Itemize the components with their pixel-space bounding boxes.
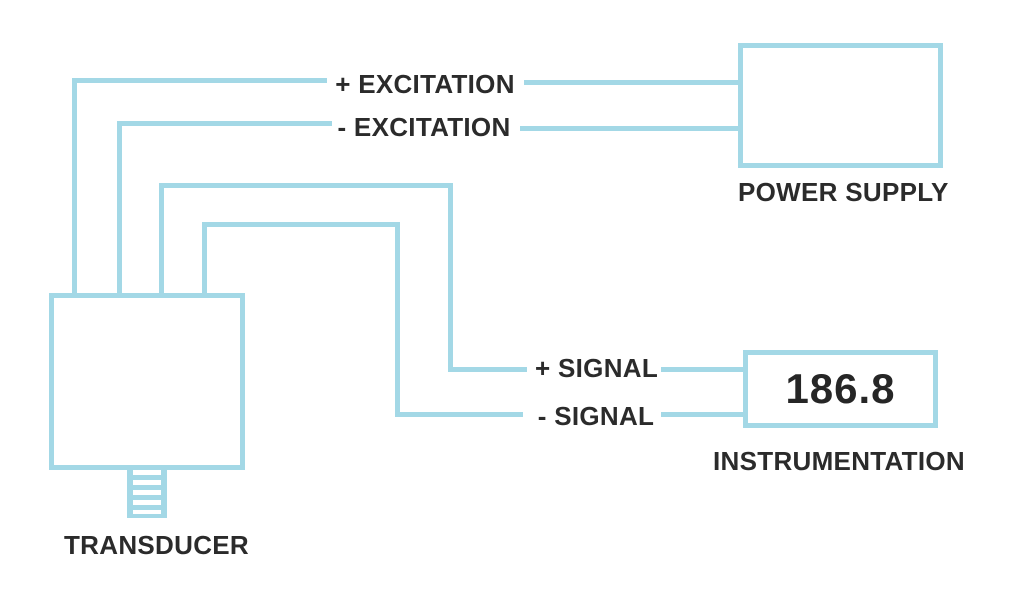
signal-neg-label: - SIGNAL	[537, 401, 655, 431]
signal-neg-wire-vertical-2	[395, 222, 400, 417]
signal-neg-wire-left	[395, 412, 523, 417]
signal-neg-wire-vertical-1	[202, 222, 207, 294]
instrumentation-box	[743, 350, 938, 428]
excitation-neg-wire-right	[520, 126, 740, 131]
signal-pos-label: + SIGNAL	[535, 353, 659, 383]
instrumentation-reading: 186.8	[785, 365, 896, 412]
signal-neg-wire-top	[202, 222, 400, 227]
transducer-box	[49, 293, 245, 470]
transducer-thread-connector-icon	[127, 470, 167, 518]
excitation-pos-wire-right	[524, 80, 740, 85]
excitation-pos-wire-vertical	[72, 78, 77, 294]
signal-neg-wire-right	[661, 412, 745, 417]
signal-pos-wire-top	[159, 183, 453, 188]
excitation-neg-wire-vertical	[117, 121, 122, 294]
transducer-label: TRANSDUCER	[64, 530, 249, 560]
excitation-neg-label: - EXCITATION	[337, 112, 511, 142]
instrumentation-label: INSTRUMENTATION	[713, 446, 965, 476]
signal-pos-wire-vertical-1	[159, 183, 164, 294]
power-supply-label: POWER SUPPLY	[738, 177, 949, 207]
signal-pos-wire-right	[661, 367, 745, 372]
excitation-neg-wire-left	[117, 121, 332, 126]
excitation-pos-wire-left	[72, 78, 327, 83]
power-supply-box	[738, 43, 943, 168]
excitation-pos-label: + EXCITATION	[335, 69, 515, 99]
signal-pos-wire-left	[448, 367, 527, 372]
signal-pos-wire-vertical-2	[448, 183, 453, 372]
